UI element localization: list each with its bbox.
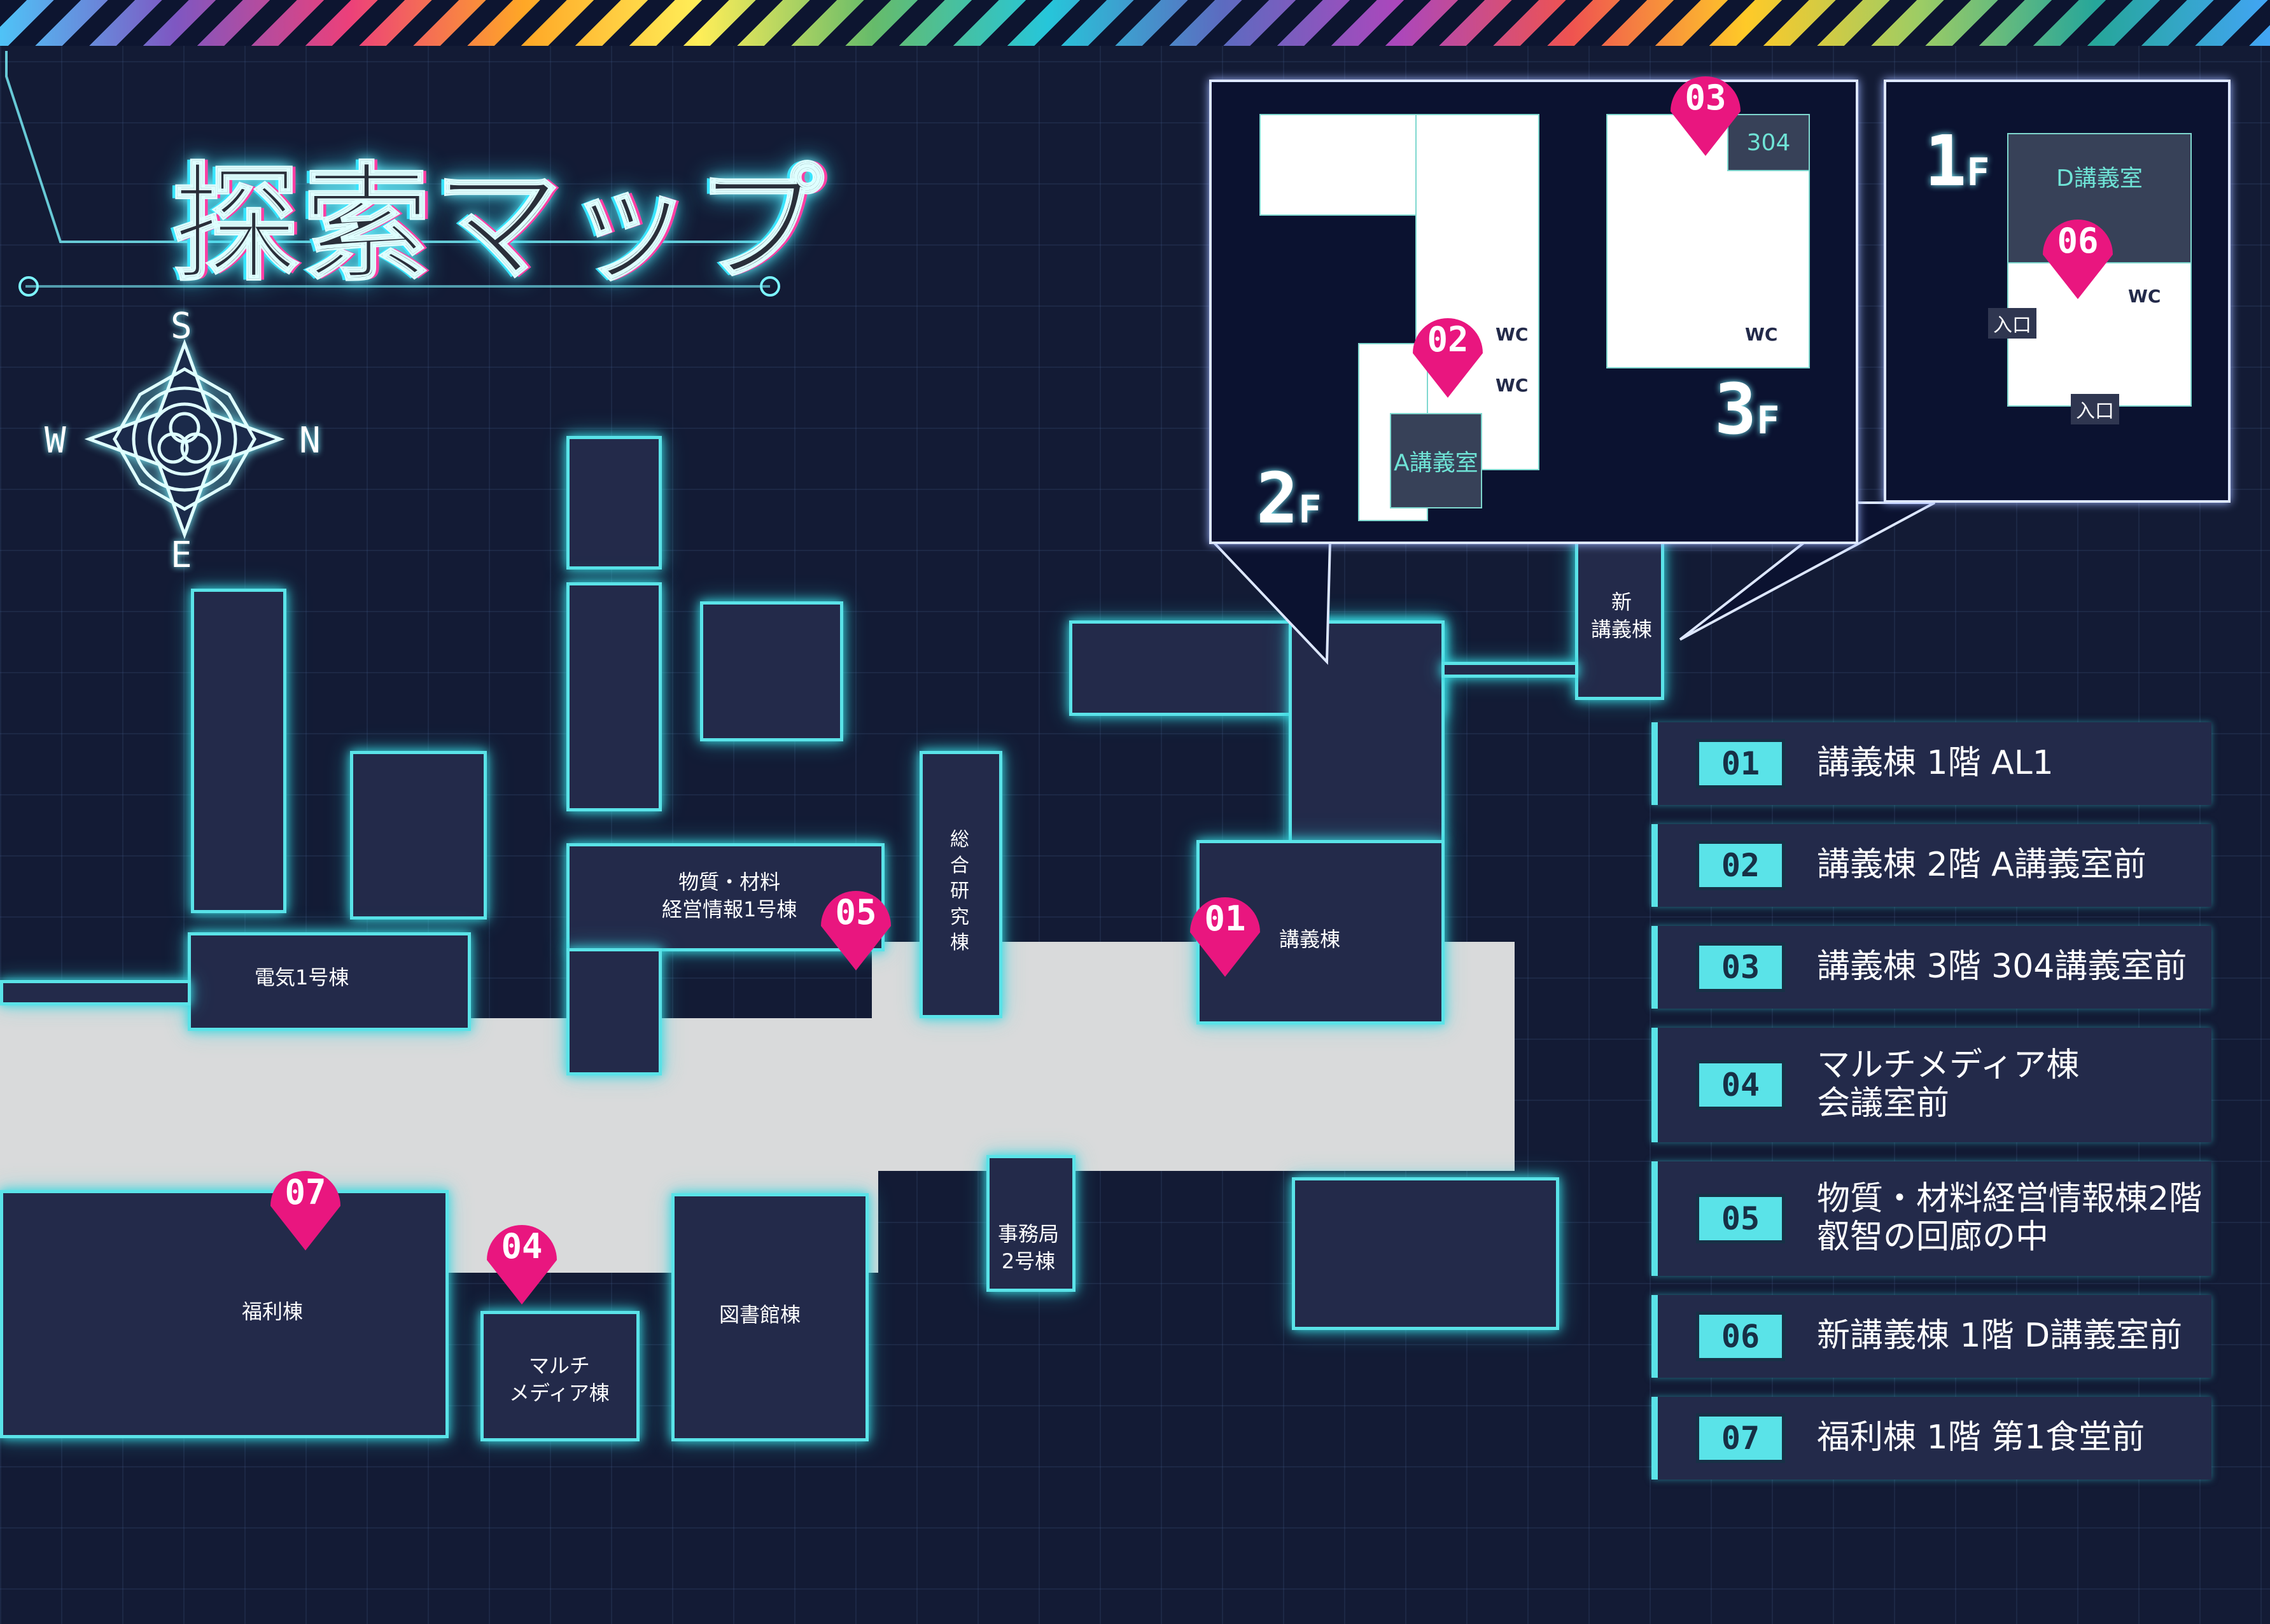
building-label-kogi: 講義棟 [1279,927,1341,951]
building[interactable] [700,601,843,741]
pin-02[interactable]: 02 [1406,305,1489,401]
wc-label: WC [1496,324,1529,345]
building-fukuri[interactable] [0,1190,449,1438]
compass-north: N [299,420,321,461]
building-jimu[interactable] [986,1155,1075,1292]
building[interactable] [1292,1177,1559,1330]
entrance-label: 入口 [2071,394,2119,424]
floor-label-3f: 3F [1714,368,1780,450]
building[interactable] [1289,620,1445,843]
compass-east: E [171,535,192,576]
building-label-shin-kogi: 新 講義棟 [1591,590,1653,642]
building-multimedia[interactable] [480,1311,640,1441]
wc-label: WC [1496,375,1529,396]
building-shin-kogi[interactable] [1575,538,1664,700]
room-a[interactable]: A講義室 [1390,413,1482,508]
page-title: 探索マップ [171,150,828,300]
pin-05[interactable]: 05 [815,878,897,974]
building[interactable] [0,980,191,1005]
pin-01[interactable]: 01 [1184,885,1266,980]
building-label-jimu: 事務局 2号棟 [998,1222,1060,1274]
building[interactable] [191,589,286,913]
building-label-fukuri: 福利棟 [242,1299,304,1324]
building-sogo-kenkyu[interactable] [920,751,1002,1018]
building-denki-1[interactable] [188,932,471,1031]
room-304[interactable]: 304 [1727,114,1810,171]
building[interactable] [566,948,662,1075]
building[interactable] [566,582,662,811]
title-circuit-lines [5,51,784,297]
road [0,999,242,1190]
pin-06[interactable]: 06 [2036,207,2119,302]
floorplan-2f [1415,114,1539,470]
wc-label: WC [1745,324,1778,345]
building[interactable] [566,436,662,570]
entrance-label: 入口 [1988,308,2036,339]
building[interactable] [350,751,487,920]
floor-label-2f: 2F [1256,458,1322,539]
rainbow-stripe-header [0,0,2270,46]
pin-03[interactable]: 03 [1664,64,1747,159]
compass: S W N E [45,305,321,576]
building-label-tosho: 図書館棟 [719,1303,801,1327]
building-label-denki: 電気1号棟 [255,965,349,990]
inset-floor-2-3: A講義室 WC WC 2F 304 WC 3F [1209,80,1858,544]
compass-south: S [171,305,192,347]
pin-07[interactable]: 07 [264,1158,347,1254]
wc-label: WC [2128,286,2161,307]
building-label-sogo: 総 合 研 究 棟 [950,829,969,954]
compass-rose-icon [84,339,285,540]
building-label-multi: マルチ メディア棟 [509,1354,610,1406]
building-label-busshitsu: 物質・材料 経営情報1号棟 [662,870,797,922]
floor-label-1f: 1F [1924,120,1990,202]
building-tosho[interactable] [671,1193,869,1441]
pin-04[interactable]: 04 [480,1212,563,1308]
building-connector [1441,662,1578,678]
title-area: 探索マップ [0,51,827,318]
compass-west: W [45,420,66,461]
